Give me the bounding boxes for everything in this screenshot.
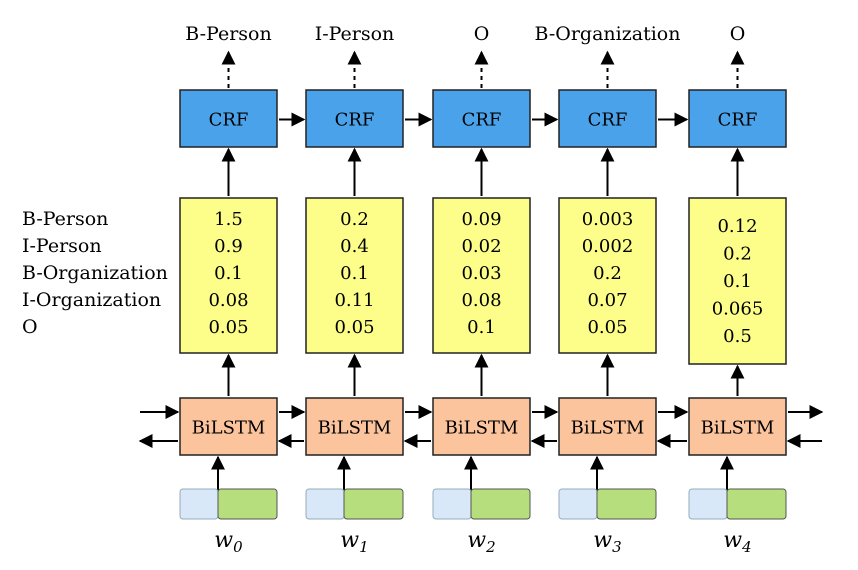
word-label-4: w4 — [723, 528, 751, 556]
crf-box-0 — [179, 89, 278, 148]
word-label-3: w3 — [593, 528, 621, 556]
score-value-1-2: 0.1 — [340, 263, 369, 284]
score-value-0-3: 0.08 — [208, 290, 248, 311]
crf-box-1 — [305, 89, 404, 148]
bilstm-box-0 — [179, 397, 278, 456]
crf-label-2: CRF — [462, 110, 502, 131]
row-label-2: B-Organization — [22, 262, 168, 284]
embedding-left-1 — [305, 488, 345, 520]
embedding-left-0 — [179, 488, 219, 520]
embedding-left-2 — [432, 488, 472, 520]
embedding-right-0 — [217, 488, 278, 520]
embedding-right-3 — [596, 488, 657, 520]
bilstm-box-1 — [305, 397, 404, 456]
score-value-2-0: 0.09 — [461, 209, 501, 230]
crf-label-0: CRF — [209, 110, 249, 131]
row-label-1: I-Person — [22, 235, 102, 257]
score-box-1 — [305, 197, 404, 354]
word-label-1: w1 — [340, 528, 368, 556]
word-label-0: w0 — [214, 528, 243, 556]
score-value-1-4: 0.05 — [334, 317, 374, 338]
output-tag-3: B-Organization — [535, 23, 681, 45]
score-value-1-1: 0.4 — [340, 236, 369, 257]
row-label-3: I-Organization — [22, 289, 161, 311]
row-label-4: O — [22, 316, 38, 338]
word-label-2: w2 — [467, 528, 495, 556]
crf-label-4: CRF — [718, 110, 758, 131]
score-value-4-4: 0.5 — [723, 326, 752, 347]
score-value-4-2: 0.1 — [723, 271, 752, 292]
score-value-0-2: 0.1 — [214, 263, 243, 284]
score-row-labels: B-PersonI-PersonB-OrganizationI-Organiza… — [22, 208, 168, 338]
score-value-4-1: 0.2 — [723, 244, 752, 265]
score-value-1-3: 0.11 — [334, 290, 374, 311]
score-value-3-4: 0.05 — [587, 317, 627, 338]
score-value-3-0: 0.003 — [582, 209, 634, 230]
embedding-left-3 — [558, 488, 598, 520]
score-box-3 — [558, 197, 657, 354]
crf-label-1: CRF — [335, 110, 375, 131]
score-box-2 — [432, 197, 531, 354]
output-tag-2: O — [474, 23, 490, 45]
score-value-3-1: 0.002 — [582, 236, 634, 257]
score-value-4-0: 0.12 — [717, 216, 757, 237]
score-value-2-2: 0.03 — [461, 263, 501, 284]
output-tag-1: I-Person — [315, 23, 395, 45]
bilstm-box-2 — [432, 397, 531, 456]
score-value-1-0: 0.2 — [340, 209, 369, 230]
bilstm-label-3: BiLSTM — [571, 418, 645, 439]
score-value-3-2: 0.2 — [593, 263, 622, 284]
score-box-4 — [688, 197, 787, 365]
embedding-left-4 — [688, 488, 728, 520]
bilstm-label-1: BiLSTM — [318, 418, 392, 439]
score-value-0-4: 0.05 — [208, 317, 248, 338]
crf-box-2 — [432, 89, 531, 148]
crf-box-4 — [688, 89, 787, 148]
score-value-0-1: 0.9 — [214, 236, 243, 257]
score-box-0 — [179, 197, 278, 354]
embedding-right-4 — [726, 488, 787, 520]
score-value-4-3: 0.065 — [712, 299, 764, 320]
crf-box-3 — [558, 89, 657, 148]
bilstm-box-4 — [688, 397, 787, 456]
embedding-right-2 — [470, 488, 531, 520]
score-value-2-1: 0.02 — [461, 236, 501, 257]
row-label-0: B-Person — [22, 208, 108, 230]
bilstm-label-4: BiLSTM — [701, 418, 775, 439]
score-value-3-3: 0.07 — [587, 290, 627, 311]
bilstm-label-2: BiLSTM — [445, 418, 519, 439]
embedding-right-1 — [343, 488, 404, 520]
bilstm-label-0: BiLSTM — [192, 418, 266, 439]
score-value-2-4: 0.1 — [467, 317, 496, 338]
output-tag-4: O — [730, 23, 746, 45]
output-tag-0: B-Person — [185, 23, 271, 45]
crf-label-3: CRF — [588, 110, 628, 131]
score-value-0-0: 1.5 — [214, 209, 243, 230]
bilstm-box-3 — [558, 397, 657, 456]
score-value-2-3: 0.08 — [461, 290, 501, 311]
